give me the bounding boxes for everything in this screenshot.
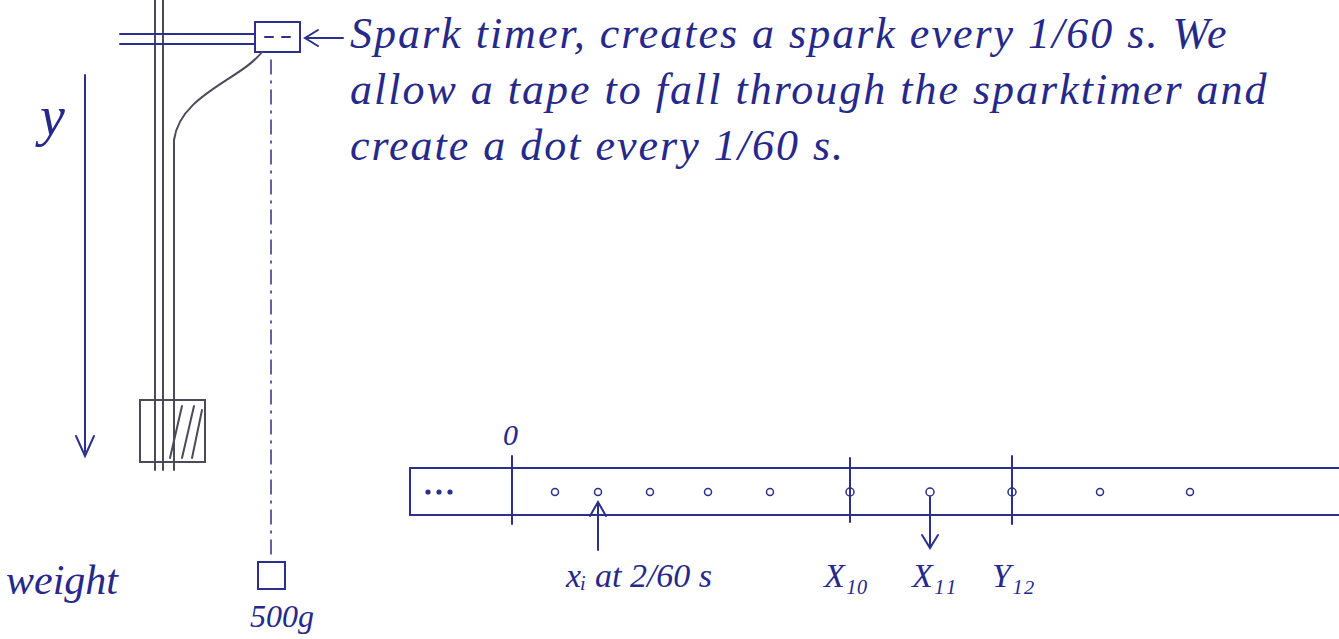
tape-dot xyxy=(705,489,712,496)
paper-tape xyxy=(174,52,262,470)
origin-label: 0 xyxy=(503,418,518,453)
arrow-head xyxy=(590,502,606,516)
dot-label: Y₁₂ xyxy=(992,556,1035,595)
tape-dot xyxy=(846,488,854,496)
tape-dot xyxy=(447,489,452,494)
tape-dot xyxy=(926,488,934,496)
tick-mark xyxy=(511,456,513,524)
hatch-line xyxy=(192,410,202,458)
tape-mass xyxy=(140,400,205,462)
tape-group xyxy=(410,456,1339,550)
arrow-head xyxy=(922,535,938,548)
tape-dot xyxy=(1008,488,1016,496)
tape-edge xyxy=(409,468,411,515)
arrow-head xyxy=(305,30,318,46)
spark-timer-mark xyxy=(265,36,273,38)
tick-mark xyxy=(1011,456,1013,524)
tape-dot xyxy=(425,489,430,494)
tape-dot xyxy=(647,489,654,496)
dot-label: xᵢ at 2/60 s xyxy=(566,556,712,595)
axis-label: y xyxy=(40,84,65,148)
dot-label: X₁₁ xyxy=(912,556,956,595)
pointer-arrow xyxy=(306,37,343,39)
note-text: Spark timer, creates a spark every 1/60 … xyxy=(350,6,1325,174)
hatch-line xyxy=(182,406,194,458)
tape-dot xyxy=(767,489,774,496)
weight-box xyxy=(258,562,285,589)
stand-group xyxy=(76,0,343,589)
mass-label: 500g xyxy=(250,598,314,635)
weight-label: weight xyxy=(6,556,118,604)
tape-dot xyxy=(436,489,441,494)
plumb-line xyxy=(270,60,272,558)
tape-dot xyxy=(1097,489,1104,496)
leader-arrow xyxy=(597,503,599,550)
tape-edge xyxy=(410,514,1339,516)
leader-arrow xyxy=(929,497,931,547)
tape-dot xyxy=(595,489,602,496)
spark-timer-mark xyxy=(282,36,290,38)
clamp-line xyxy=(120,33,255,35)
arrow-head xyxy=(76,436,94,456)
tape-dot xyxy=(552,489,559,496)
dot-label: X₁₀ xyxy=(824,556,868,595)
tape-edge xyxy=(410,467,1339,469)
tape-dot xyxy=(1187,489,1194,496)
spark-timer xyxy=(255,22,300,52)
tick-mark xyxy=(849,458,851,522)
clamp-line xyxy=(120,43,255,45)
axis-arrow xyxy=(84,75,86,452)
hatch-line xyxy=(170,406,182,458)
